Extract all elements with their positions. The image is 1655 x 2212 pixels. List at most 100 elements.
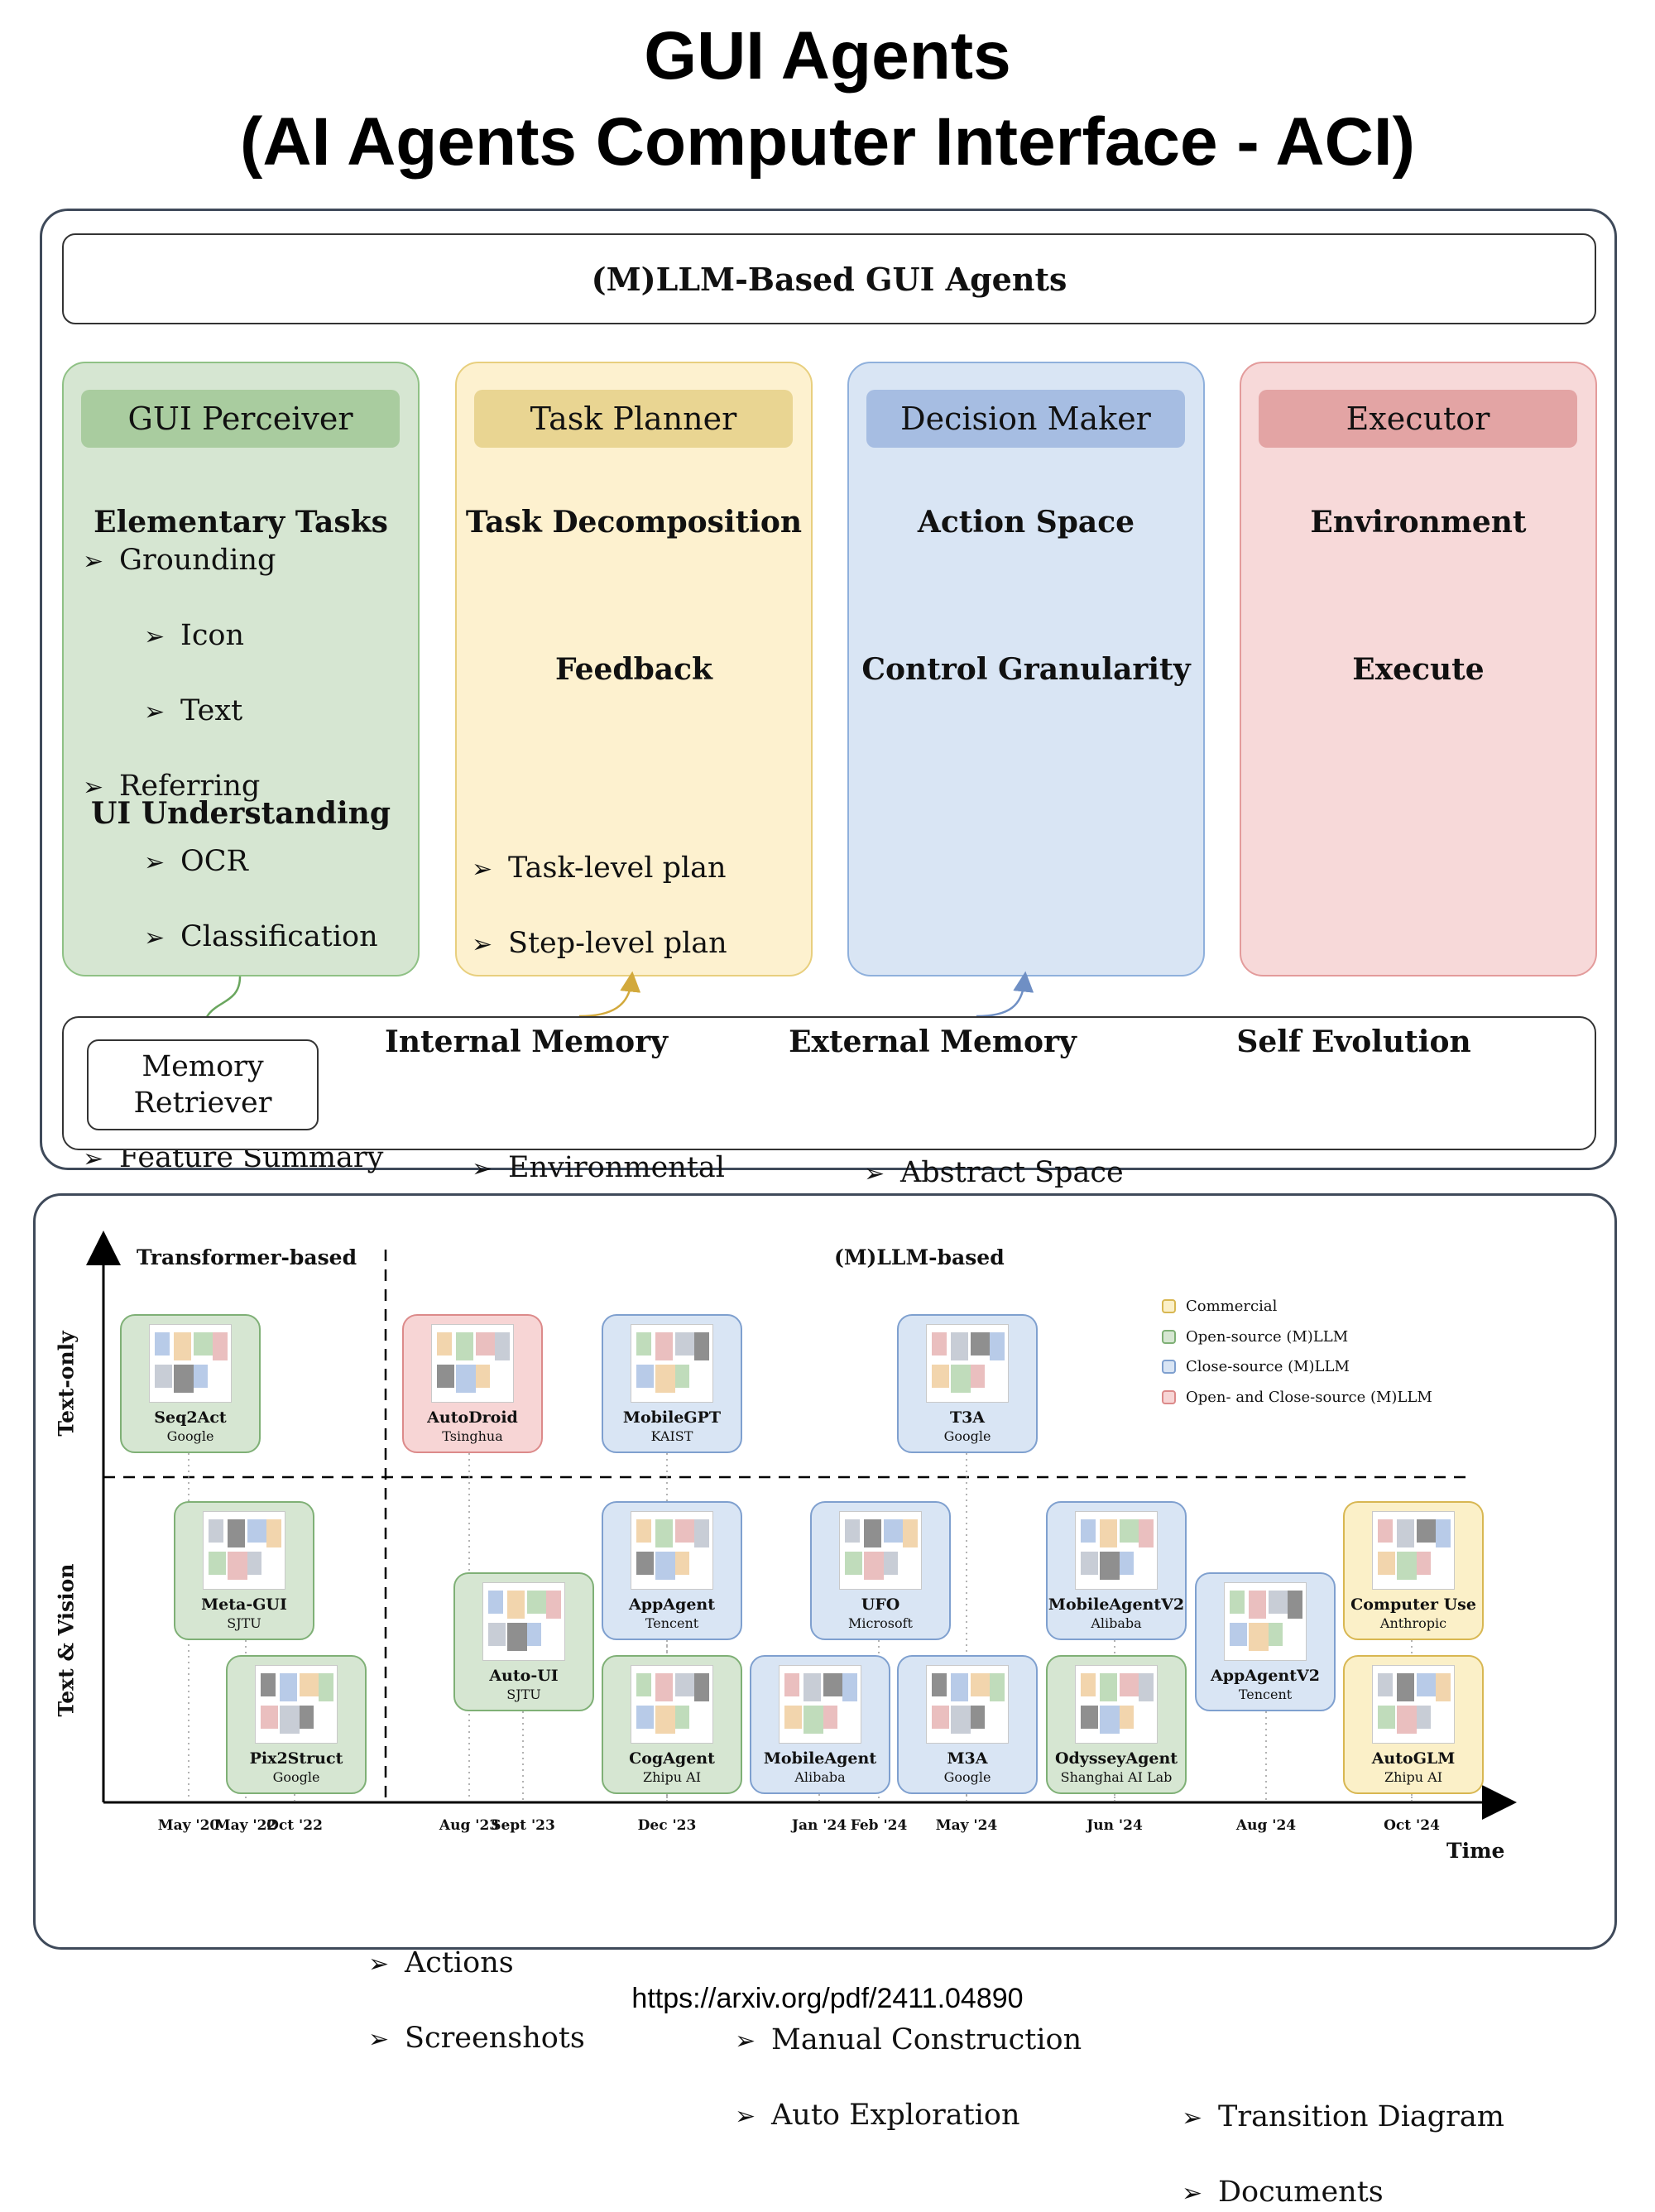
- source-link[interactable]: https://arxiv.org/pdf/2411.04890: [0, 1983, 1655, 2015]
- agent-name: MobileAgentV2: [1048, 1595, 1185, 1614]
- agent-org: Microsoft: [812, 1615, 949, 1631]
- retriever-line-2: Retriever: [134, 1087, 272, 1120]
- agent-org: SJTU: [455, 1687, 592, 1702]
- section-title: Feedback: [455, 652, 813, 687]
- legend-item: Open-source (M)LLM: [1162, 1328, 1348, 1346]
- section-title: Execute: [1240, 652, 1597, 687]
- agent-org: Tencent: [603, 1615, 741, 1631]
- legend-swatch: [1162, 1390, 1176, 1404]
- memory-item: ➢Manual Construction: [735, 2022, 1655, 2061]
- y-label-text-only: Text-only: [55, 1331, 79, 1436]
- memory-item-label: Actions: [405, 1946, 514, 1979]
- agent-name: MobileGPT: [603, 1408, 741, 1427]
- paper-thumbnail: [631, 1324, 713, 1403]
- legend-swatch: [1162, 1360, 1176, 1374]
- module-header: Decision Maker: [866, 390, 1185, 448]
- memory-group-title: External Memory: [726, 1024, 1139, 1059]
- x-tick-label: May '24: [936, 1817, 998, 1834]
- legend-item: Close-source (M)LLM: [1162, 1358, 1350, 1375]
- agent-name: CogAgent: [603, 1749, 741, 1768]
- list-item: ➢Abstract Space: [864, 1154, 1655, 1193]
- memory-group-title: Internal Memory: [319, 1024, 733, 1059]
- agent-name: Pix2Struct: [228, 1749, 365, 1768]
- y-label-text-vision: Text & Vision: [55, 1564, 79, 1717]
- agent-org: Tencent: [1197, 1687, 1334, 1702]
- memory-item: ➢Actions: [368, 1945, 1655, 1984]
- x-tick-label: May '20: [158, 1817, 220, 1834]
- paper-thumbnail: [926, 1665, 1009, 1744]
- agent-name: AppAgent: [603, 1595, 741, 1614]
- memory-item-label: Screenshots: [405, 2022, 585, 2055]
- agent-org: KAIST: [603, 1428, 741, 1444]
- bullet-arrow-icon: ➢: [144, 619, 180, 656]
- paper-thumbnail: [779, 1665, 861, 1744]
- paper-thumbnail: [1372, 1665, 1455, 1744]
- agent-name: T3A: [899, 1408, 1036, 1427]
- list-item-label: Environmental: [508, 1151, 725, 1184]
- list-item-label: OCR: [180, 845, 248, 878]
- bullet-arrow-icon: ➢: [735, 2099, 771, 2136]
- agent-org: Google: [228, 1769, 365, 1785]
- agent-org: Google: [899, 1769, 1036, 1785]
- region-transformer-title: Transformer-based: [137, 1245, 357, 1269]
- paper-thumbnail: [926, 1324, 1009, 1403]
- agent-name: OdysseyAgent: [1048, 1749, 1185, 1768]
- list-item-label: Text: [180, 694, 242, 727]
- agent-name: Auto-UI: [455, 1667, 592, 1685]
- list-item-label: Abstract Space: [900, 1156, 1124, 1189]
- bullet-arrow-icon: ➢: [144, 694, 180, 732]
- agent-name: Meta-GUI: [175, 1595, 313, 1614]
- legend-label: Open-source (M)LLM: [1186, 1328, 1348, 1346]
- x-axis-title: Time: [1446, 1839, 1504, 1863]
- paper-thumbnail: [1372, 1511, 1455, 1590]
- agent-org: SJTU: [175, 1615, 313, 1631]
- agent-org: Anthropic: [1345, 1615, 1482, 1631]
- agent-org: Google: [899, 1428, 1036, 1444]
- paper-thumbnail: [203, 1511, 285, 1590]
- list-item-label: Task-level plan: [508, 852, 727, 885]
- retriever-line-1: Memory: [142, 1050, 263, 1083]
- memory-group-title: Self Evolution: [1147, 1024, 1561, 1059]
- agent-name: UFO: [812, 1595, 949, 1614]
- legend-label: Close-source (M)LLM: [1186, 1358, 1350, 1375]
- bullet-arrow-icon: ➢: [368, 1946, 405, 1984]
- legend-label: Commercial: [1186, 1298, 1277, 1315]
- x-tick-label: Sept '23: [491, 1817, 555, 1834]
- x-tick-label: Feb '24: [851, 1817, 908, 1834]
- section-title: Task Decomposition: [455, 505, 813, 540]
- module-header: Task Planner: [474, 390, 793, 448]
- agent-name: AutoGLM: [1345, 1749, 1482, 1768]
- x-tick-label: Oct '22: [266, 1817, 323, 1834]
- agent-org: Tsinghua: [404, 1428, 541, 1444]
- agent-name: AppAgentV2: [1197, 1667, 1334, 1685]
- framework-header: (M)LLM-Based GUI Agents: [62, 233, 1596, 324]
- list-item-label: Grounding: [119, 544, 276, 577]
- bullet-arrow-icon: ➢: [144, 920, 180, 957]
- agent-org: Alibaba: [751, 1769, 889, 1785]
- agent-org: Shanghai AI Lab: [1048, 1769, 1185, 1785]
- bullet-arrow-icon: ➢: [368, 2022, 405, 2059]
- x-tick-label: Jun '24: [1087, 1817, 1143, 1834]
- paper-thumbnail: [1075, 1511, 1158, 1590]
- paper-thumbnail: [631, 1665, 713, 1744]
- section-title: Elementary Tasks: [62, 505, 420, 540]
- bullet-arrow-icon: ➢: [83, 544, 119, 581]
- bullet-arrow-icon: ➢: [1182, 2176, 1218, 2212]
- bullet-arrow-icon: ➢: [472, 927, 508, 964]
- list-item-label: Classification: [180, 920, 378, 953]
- agent-name: Seq2Act: [122, 1408, 259, 1427]
- paper-thumbnail: [255, 1665, 338, 1744]
- agent-org: Google: [122, 1428, 259, 1444]
- paper-thumbnail: [839, 1511, 922, 1590]
- region-mllm-title: (M)LLM-based: [834, 1245, 1005, 1269]
